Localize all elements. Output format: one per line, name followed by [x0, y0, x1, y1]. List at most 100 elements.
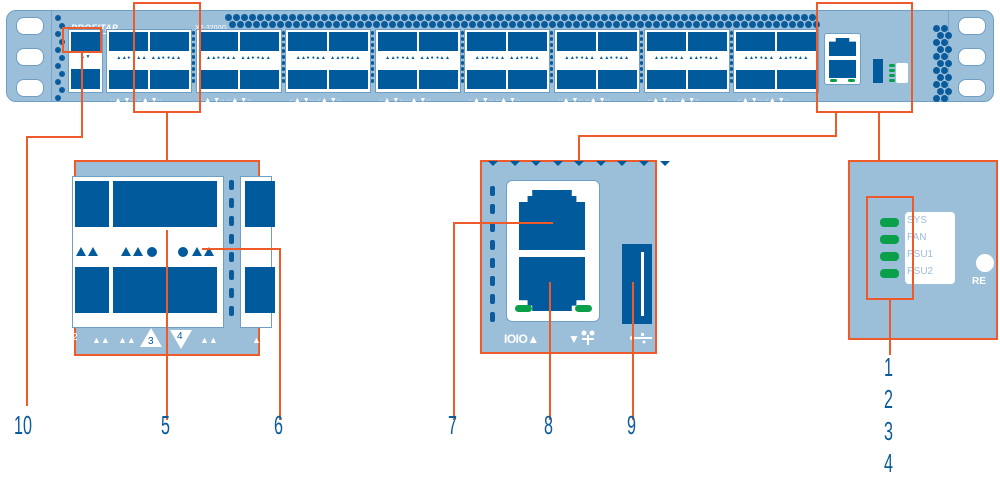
reset-label: RE — [972, 276, 986, 287]
rj45-port-8[interactable] — [519, 257, 585, 311]
right-rack-ear — [948, 11, 993, 101]
qsfp-port[interactable] — [467, 32, 507, 51]
qsfp-port[interactable] — [109, 32, 148, 51]
vent-hole — [365, 21, 372, 28]
led-psu2 — [889, 79, 895, 82]
vent-hole — [261, 21, 268, 28]
mgmt-port-top[interactable] — [829, 38, 856, 56]
vent-hole — [797, 21, 804, 28]
vent-hole — [457, 14, 464, 21]
vent-hole — [537, 14, 544, 21]
qsfp-port[interactable] — [239, 70, 279, 89]
vent-notch — [552, 161, 563, 166]
qsfp-port[interactable] — [646, 32, 686, 51]
qsfp-port[interactable] — [598, 70, 637, 89]
callout-line-1-4 — [889, 299, 891, 355]
port-up-triangle — [140, 328, 162, 347]
qsfp-port[interactable] — [687, 32, 727, 51]
vent-hole — [941, 25, 948, 32]
vent-hole — [337, 14, 344, 21]
qsfp-cage-next — [240, 176, 275, 328]
qsfp-port[interactable] — [109, 70, 148, 89]
qsfp-port[interactable] — [736, 70, 776, 89]
qsfp-port-5[interactable] — [113, 181, 217, 227]
vent-hole — [945, 74, 952, 81]
vent-hole — [937, 32, 944, 39]
qsfp-port[interactable] — [418, 70, 458, 89]
qsfp-port[interactable] — [777, 70, 817, 89]
vent-hole — [497, 14, 504, 21]
led-psu1 — [889, 74, 895, 77]
qsfp-port[interactable] — [736, 32, 776, 51]
port-number: 2 — [72, 332, 78, 343]
usb-port[interactable] — [873, 59, 883, 83]
qsfp-port[interactable] — [150, 70, 189, 89]
callout-line — [26, 136, 83, 138]
vent-notch — [574, 161, 584, 166]
qsfp-port[interactable] — [245, 267, 275, 313]
qsfp-port[interactable] — [113, 267, 217, 313]
mgmt-detail-panel: IOIO▲ ▼ — [480, 160, 670, 354]
vent-hole — [55, 15, 61, 21]
qsfp-port[interactable] — [646, 70, 686, 89]
vent-hole — [417, 14, 424, 21]
vent-hole — [649, 14, 656, 21]
separator-dots — [640, 31, 643, 85]
qsfp-port[interactable] — [777, 32, 817, 51]
qsfp-port[interactable] — [377, 32, 417, 51]
qsfp-port[interactable] — [288, 70, 328, 89]
qsfp-port[interactable] — [418, 32, 458, 51]
qsfp-port[interactable] — [239, 32, 279, 51]
vent-hole — [273, 14, 280, 21]
qsfp-port[interactable] — [687, 70, 727, 89]
callout-line-7 — [453, 222, 553, 224]
vent-hole — [421, 21, 428, 28]
vent-hole — [805, 21, 812, 28]
vent-hole — [749, 21, 756, 28]
qsfp-port[interactable] — [508, 32, 548, 51]
qsfp-port[interactable] — [245, 181, 275, 227]
console-port-bottom[interactable] — [71, 69, 100, 89]
mgmt-port-bottom[interactable] — [829, 60, 856, 78]
callout-box-10 — [62, 27, 102, 53]
vent-hole — [553, 14, 560, 21]
console-port-top[interactable] — [71, 32, 100, 51]
qsfp-port[interactable] — [329, 32, 369, 51]
vent-hole — [565, 21, 572, 28]
callout-line — [26, 136, 28, 406]
usb-port-9[interactable] — [622, 244, 652, 324]
qsfp-led-strip — [75, 243, 225, 261]
vent-hole — [285, 21, 292, 28]
qsfp-port[interactable] — [598, 32, 637, 51]
qsfp-port[interactable] — [75, 267, 109, 313]
qsfp-port[interactable] — [557, 70, 596, 89]
vent-hole — [945, 46, 952, 53]
activity-led — [848, 79, 855, 82]
qsfp-port[interactable] — [467, 70, 507, 89]
reset-button[interactable] — [976, 254, 994, 272]
qsfp-port[interactable] — [377, 70, 417, 89]
qsfp-port[interactable] — [508, 70, 548, 89]
vent-hole — [605, 21, 612, 28]
qsfp-port[interactable] — [75, 181, 109, 227]
qsfp-port[interactable] — [288, 32, 328, 51]
qsfp-port[interactable] — [198, 70, 238, 89]
vent-hole — [393, 14, 400, 21]
qsfp-port[interactable] — [198, 32, 238, 51]
qsfp-led-strip: ▲▲● ●▲▲ ▲▲● ●▲▲ — [116, 55, 182, 61]
qsfp-port[interactable] — [329, 70, 369, 89]
vent-hole — [297, 14, 304, 21]
vent-hole — [249, 14, 256, 21]
qsfp-port[interactable] — [557, 32, 596, 51]
vent-hole — [705, 14, 712, 21]
rj45-port-7[interactable] — [519, 190, 585, 250]
vent-hole — [453, 21, 460, 28]
console-led-strip: ▲▼ — [80, 54, 91, 60]
qsfp-port[interactable] — [150, 32, 189, 51]
vent-hole — [509, 21, 516, 28]
qsfp-led-strip: ▲▲● ●▲▲ ▲▲● ●▲▲ — [564, 55, 630, 61]
vent-hole — [637, 21, 644, 28]
callout-number-6: 6 — [274, 410, 283, 440]
vent-hole — [277, 21, 284, 28]
callout-line — [578, 135, 580, 161]
